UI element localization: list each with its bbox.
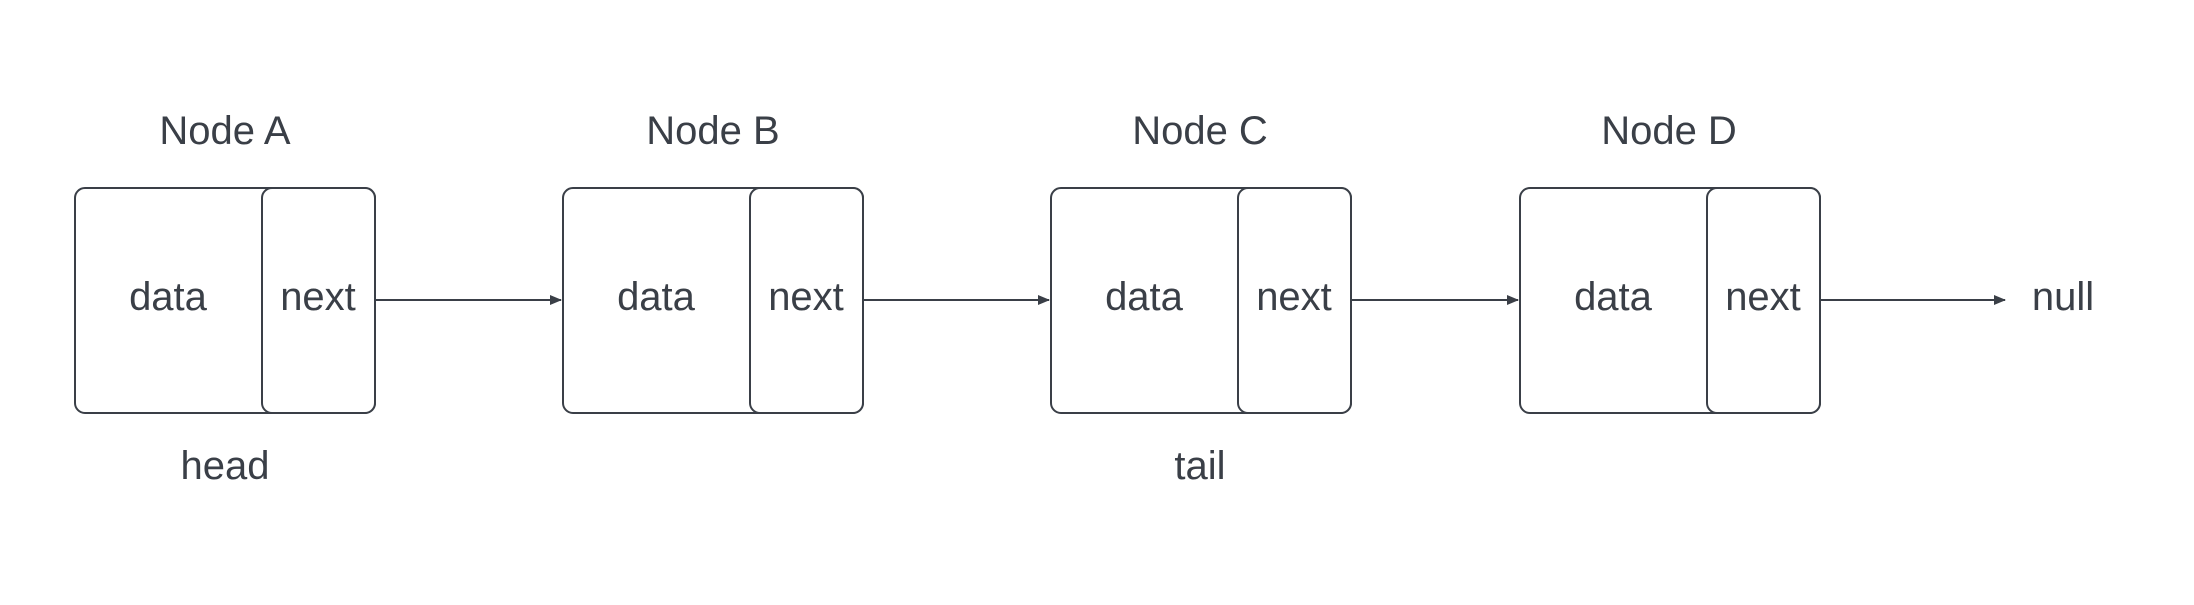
node-title: Node D — [1601, 109, 1737, 153]
data-field-label: data — [1574, 275, 1653, 319]
node-a: Node A data next head — [74, 109, 376, 488]
tail-pointer-label: tail — [1174, 444, 1225, 488]
data-field-label: data — [129, 275, 208, 319]
node-title: Node B — [646, 109, 779, 153]
data-field-label: data — [1105, 275, 1184, 319]
node-d: Node D data next — [1519, 109, 1821, 414]
node-title: Node A — [159, 109, 291, 153]
next-field-label: next — [1256, 275, 1332, 319]
null-terminal-label: null — [2032, 275, 2094, 319]
data-field-label: data — [617, 275, 696, 319]
next-field-label: next — [280, 275, 356, 319]
node-b: Node B data next — [562, 109, 864, 414]
head-pointer-label: head — [181, 444, 270, 488]
next-field-label: next — [768, 275, 844, 319]
node-title: Node C — [1132, 109, 1268, 153]
next-field-label: next — [1725, 275, 1801, 319]
node-c: Node C data next tail — [1050, 109, 1352, 488]
